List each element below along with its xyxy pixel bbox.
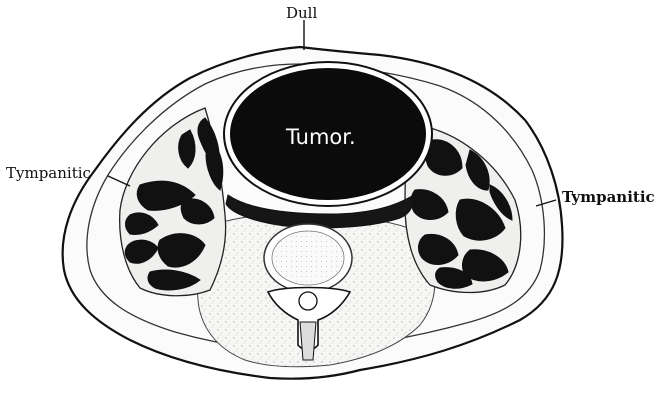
label-right: Tympanitic bbox=[562, 188, 655, 206]
spinous-process bbox=[300, 322, 316, 360]
spinal-canal bbox=[299, 292, 317, 310]
label-top: Dull bbox=[286, 4, 317, 22]
label-left: Tympanitic bbox=[6, 164, 91, 182]
tumor-label: Tumor. bbox=[285, 125, 356, 149]
vertebral-body-inner bbox=[272, 231, 344, 285]
